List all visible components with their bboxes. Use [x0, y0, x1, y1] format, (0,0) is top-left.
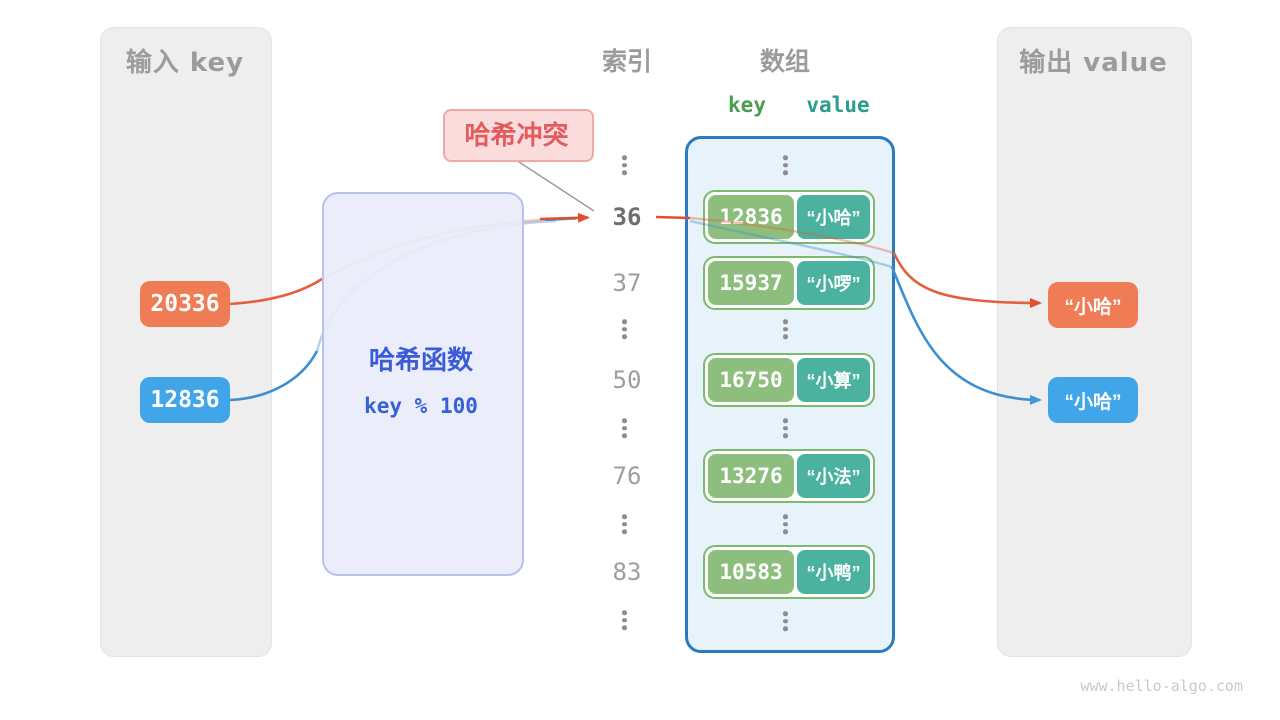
index-36: 36 — [612, 203, 642, 231]
array-value-cell: “小法” — [797, 454, 870, 498]
hash-collision-label: 哈希冲突 — [464, 120, 569, 150]
value-subheader: value — [806, 93, 870, 117]
index-ellipsis-3 — [622, 514, 627, 534]
index-37: 37 — [612, 269, 642, 297]
index-ellipsis-2 — [622, 418, 627, 438]
output-value-blue: “小哈” — [1048, 377, 1138, 423]
array-row-36: 12836 “小哈” — [703, 190, 875, 244]
index-50: 50 — [612, 366, 642, 394]
array-key-cell: 12836 — [708, 195, 794, 239]
array-value-cell: “小算” — [797, 358, 870, 402]
output-panel — [997, 27, 1192, 657]
input-key-12836: 12836 — [140, 377, 230, 423]
watermark: www.hello-algo.com — [1080, 677, 1243, 695]
hash-function-box — [322, 192, 524, 576]
array-key-cell: 10583 — [708, 550, 794, 594]
index-ellipsis-top — [622, 155, 627, 175]
array-ellipsis-1 — [783, 319, 788, 339]
collision-pointer-line — [515, 159, 595, 212]
array-row-76: 13276 “小法” — [703, 449, 875, 503]
output-panel-title: 输出 value — [1019, 47, 1168, 78]
key-subheader: key — [728, 93, 766, 117]
array-key-cell: 15937 — [708, 261, 794, 305]
array-ellipsis-3 — [783, 514, 788, 534]
hash-function-title: 哈希函数 — [368, 344, 473, 375]
index-ellipsis-bottom — [622, 610, 627, 630]
array-value-cell: “小啰” — [797, 261, 870, 305]
array-row-50: 16750 “小算” — [703, 353, 875, 407]
array-ellipsis-2 — [783, 418, 788, 438]
index-76: 76 — [612, 462, 642, 490]
array-value-cell: “小哈” — [797, 195, 870, 239]
array-value-cell: “小鸭” — [797, 550, 870, 594]
array-row-37: 15937 “小啰” — [703, 256, 875, 310]
index-83: 83 — [612, 558, 642, 586]
input-panel-title: 输入 key — [125, 47, 245, 78]
output-value-orange: “小哈” — [1048, 282, 1138, 328]
index-ellipsis-1 — [622, 319, 627, 339]
input-key-20336: 20336 — [140, 281, 230, 327]
array-column-header: 数组 — [759, 47, 810, 76]
input-panel — [100, 27, 272, 657]
index-column-header: 索引 — [601, 47, 652, 76]
array-key-cell: 13276 — [708, 454, 794, 498]
array-row-83: 10583 “小鸭” — [703, 545, 875, 599]
hash-collision-callout — [443, 109, 594, 162]
hash-function-formula: key % 100 — [364, 394, 478, 418]
array-key-cell: 16750 — [708, 358, 794, 402]
array-ellipsis-bottom — [783, 611, 788, 631]
array-ellipsis-top — [783, 155, 788, 175]
